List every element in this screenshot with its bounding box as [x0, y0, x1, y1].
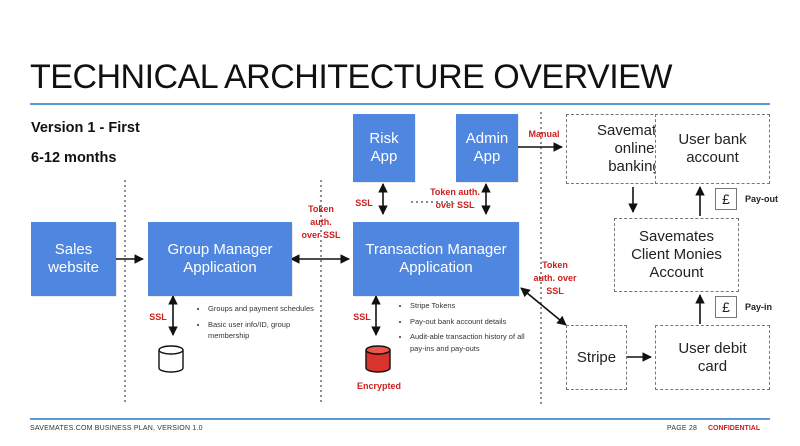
- token-auth-label-admin: Token auth. over SSL: [430, 187, 480, 211]
- pay-in-label: Pay-in: [745, 302, 773, 312]
- token-auth-label-left: Token auth. over SSL: [301, 204, 341, 241]
- arrow-transaction-stripe: [520, 287, 567, 326]
- stripe-box: Stripe: [566, 325, 627, 390]
- database-icon-group: [158, 345, 184, 373]
- user-bank-account-box: User bank account: [655, 114, 770, 184]
- sales-website-box: Sales website: [31, 222, 116, 296]
- version-label: Version 1 - First: [31, 120, 140, 136]
- transaction-note-item: Stripe Tokens: [410, 300, 540, 312]
- pound-icon-payout: £: [715, 188, 737, 210]
- title-divider: [30, 103, 770, 105]
- footer-confidential: CONFIDENTIAL: [708, 425, 761, 432]
- pay-out-label: Pay-out: [745, 194, 779, 204]
- token-auth-label-right: Token auth. over SSL: [533, 260, 577, 297]
- pound-icon-payin: £: [715, 296, 737, 318]
- transaction-notes-list: Stripe Tokens Pay-out bank account detai…: [396, 300, 540, 359]
- manual-label: Manual: [528, 129, 560, 139]
- database-icon-transaction: [365, 345, 391, 373]
- transaction-note-item: Pay-out bank account details: [410, 316, 540, 328]
- timeframe-label: 6-12 months: [31, 150, 117, 166]
- footer-page-number: PAGE 28: [667, 425, 698, 432]
- footer-doc-name: SAVEMATES.COM BUSINESS PLAN, VERSION 1.0: [30, 425, 203, 432]
- encrypted-label: Encrypted: [356, 381, 401, 391]
- admin-app-box: Admin App: [456, 114, 518, 182]
- slide-title: TECHNICAL ARCHITECTURE OVERVIEW: [30, 58, 672, 96]
- group-note-item: Basic user info/ID, group membership: [208, 319, 316, 342]
- ssl-label-transaction: SSL: [353, 312, 371, 322]
- risk-app-box: Risk App: [353, 114, 415, 182]
- client-monies-box: Savemates Client Monies Account: [614, 218, 739, 292]
- group-notes-list: Groups and payment schedules Basic user …: [194, 303, 316, 346]
- ssl-label-risk: SSL: [355, 198, 373, 208]
- transaction-manager-box: Transaction Manager Application: [353, 222, 519, 296]
- footer-divider: [30, 418, 770, 420]
- transaction-note-item: Audit-able transaction history of all pa…: [410, 331, 540, 354]
- user-debit-card-box: User debit card: [655, 325, 770, 390]
- group-note-item: Groups and payment schedules: [208, 303, 316, 315]
- group-manager-box: Group Manager Application: [148, 222, 292, 296]
- ssl-label-group: SSL: [149, 312, 167, 322]
